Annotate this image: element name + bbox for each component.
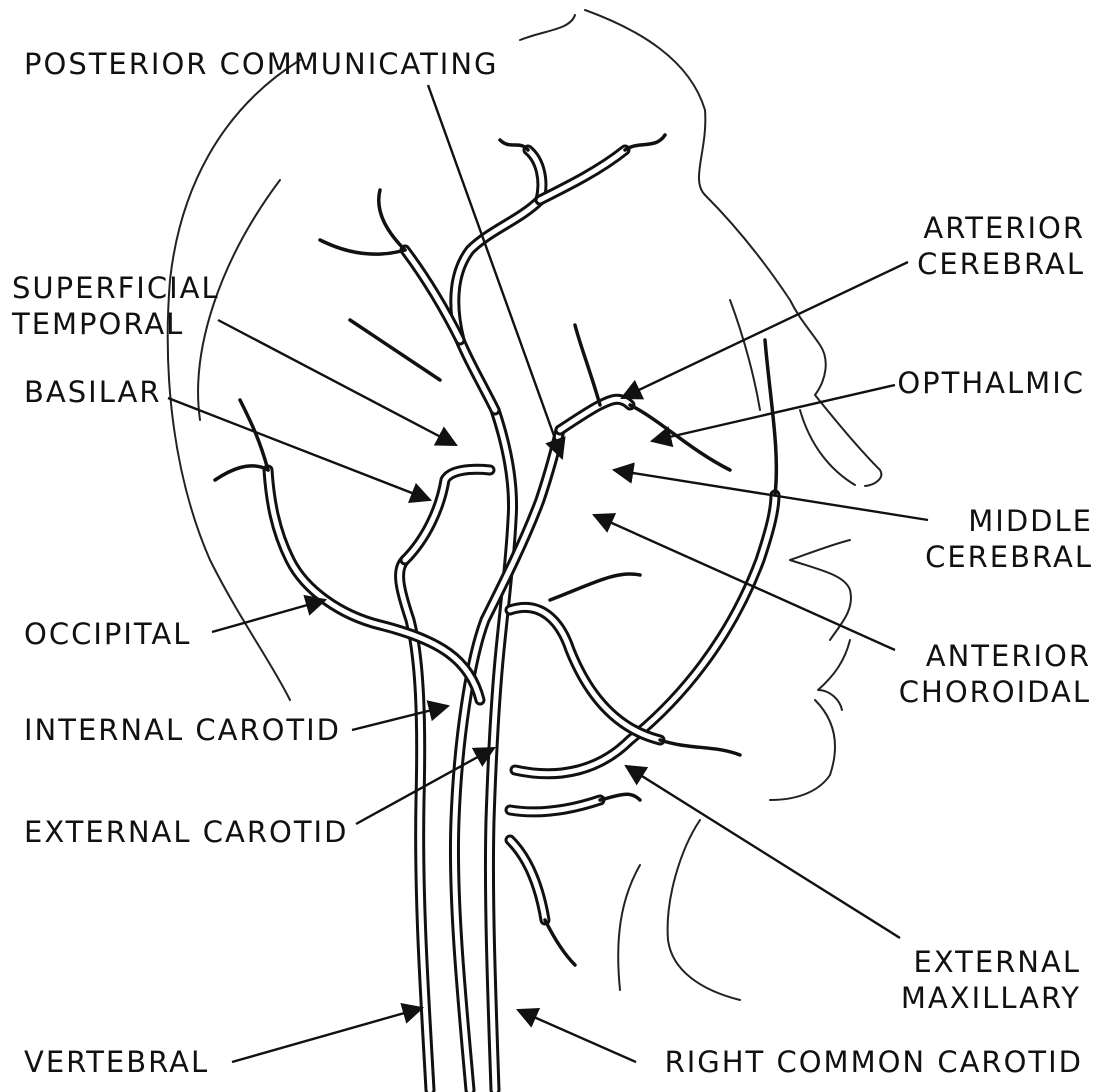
leader-right-common-carotid <box>518 1010 636 1062</box>
label-internal-carotid: INTERNAL CAROTID <box>24 712 341 748</box>
label-middle-cerebral: MIDDLE CEREBRAL <box>925 503 1093 575</box>
artery-vessels <box>268 150 775 1090</box>
label-vertebral: VERTEBRAL <box>24 1044 209 1080</box>
label-basilar: BASILAR <box>24 374 162 410</box>
leader-internal-carotid <box>352 706 448 730</box>
leader-vertebral <box>232 1008 422 1062</box>
label-right-common-carotid: RIGHT COMMON CAROTID <box>665 1044 1083 1080</box>
leader-basilar <box>168 398 430 500</box>
label-opthalmic: OPTHALMIC <box>897 365 1085 401</box>
label-anterior-choroidal: ANTERIOR CHOROIDAL <box>899 638 1091 710</box>
leader-occipital <box>212 600 325 632</box>
label-external-maxillary: EXTERNAL MAXILLARY <box>901 944 1081 1016</box>
leader-external-maxillary <box>626 766 900 938</box>
label-occipital: OCCIPITAL <box>24 616 191 652</box>
leader-anterior-choroidal <box>594 515 895 650</box>
label-arterior-cerebral: ARTERIOR CEREBRAL <box>917 210 1085 282</box>
leader-arterior-cerebral <box>622 262 908 398</box>
label-external-carotid: EXTERNAL CAROTID <box>24 814 348 850</box>
label-superficial-temporal: SUPERFICIAL TEMPORAL <box>12 270 220 342</box>
label-posterior-communicating: POSTERIOR COMMUNICATING <box>24 46 499 82</box>
